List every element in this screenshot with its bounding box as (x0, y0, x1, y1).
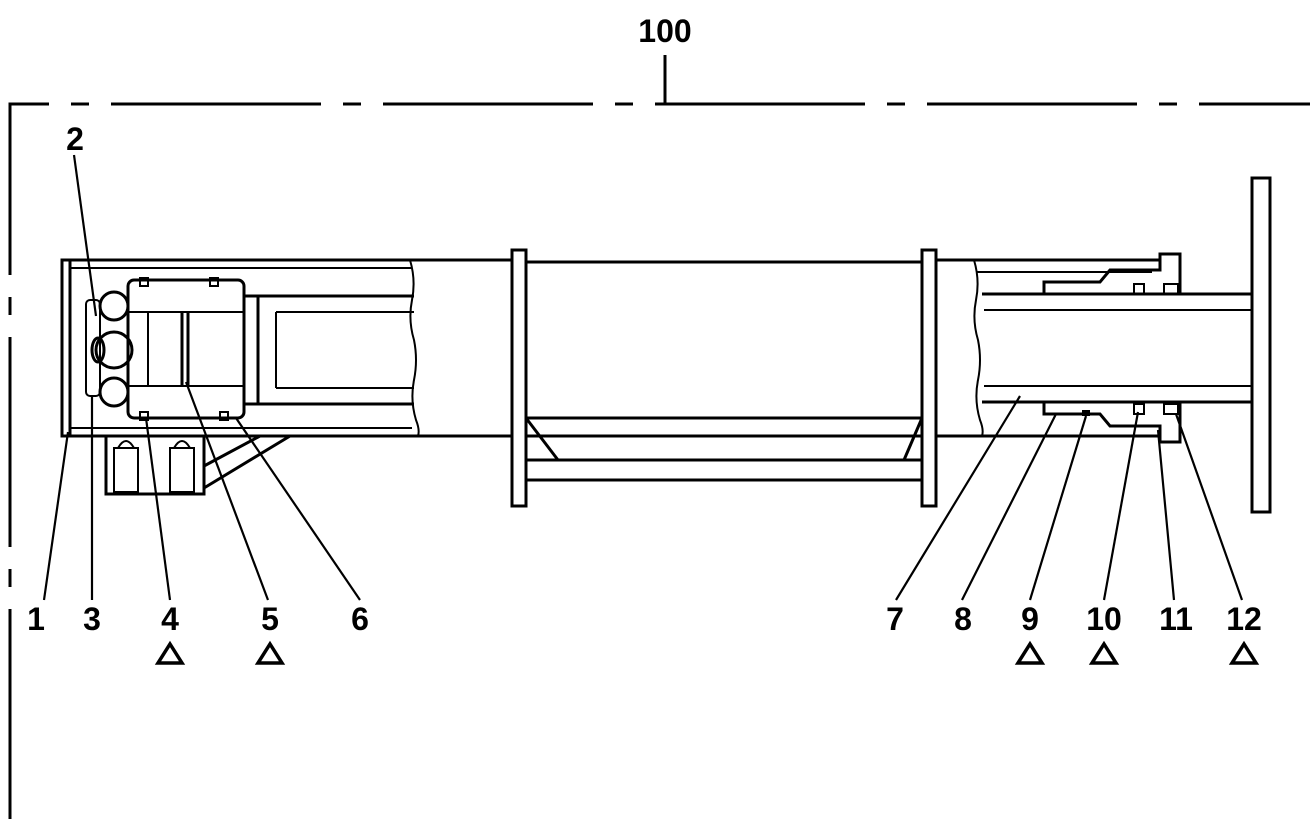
callout-1: 1 (27, 601, 45, 637)
triangle-outline-icon (254, 640, 286, 665)
rod-end-assembly (936, 176, 1272, 514)
callout-12: 12 (1226, 601, 1262, 637)
callout-9: 9 (1021, 601, 1039, 637)
leader-9 (1028, 415, 1088, 601)
callout-10: 10 (1086, 601, 1122, 637)
leader-5 (184, 381, 270, 601)
callout-2: 2 (66, 121, 84, 157)
assembly-label: 100 (638, 13, 691, 49)
piston-nut-assembly (85, 277, 414, 421)
leader-lines (42, 154, 1244, 601)
callout-6: 6 (351, 601, 369, 637)
callout-4: 4 (161, 601, 179, 637)
cylinder-barrel (60, 258, 512, 438)
leader-4 (144, 417, 172, 601)
leader-10 (1102, 411, 1140, 601)
callout-8: 8 (954, 601, 972, 637)
leader-11 (1156, 429, 1176, 601)
callout-5: 5 (261, 601, 279, 637)
triangle-outline-icon (154, 640, 186, 665)
callout-7: 7 (886, 601, 904, 637)
leader-7 (895, 395, 1021, 601)
trunnion-mount (510, 248, 938, 508)
leader-8 (961, 413, 1057, 601)
callout-11: 11 (1159, 601, 1193, 637)
triangle-outline-icon (1014, 640, 1046, 665)
hydraulic-ports (104, 434, 291, 496)
leader-1 (42, 431, 70, 601)
leader-2 (72, 154, 98, 317)
warning-symbols (154, 640, 1260, 665)
assembly-boundary: 100 (8, 13, 1310, 819)
triangle-outline-icon (1228, 640, 1260, 665)
callout-3: 3 (83, 601, 101, 637)
triangle-outline-icon (1088, 640, 1120, 665)
leader-12 (1174, 413, 1244, 601)
callout-labels: 1 2 3 4 5 6 7 8 9 10 11 12 (27, 121, 1262, 637)
leader-6 (235, 417, 361, 601)
